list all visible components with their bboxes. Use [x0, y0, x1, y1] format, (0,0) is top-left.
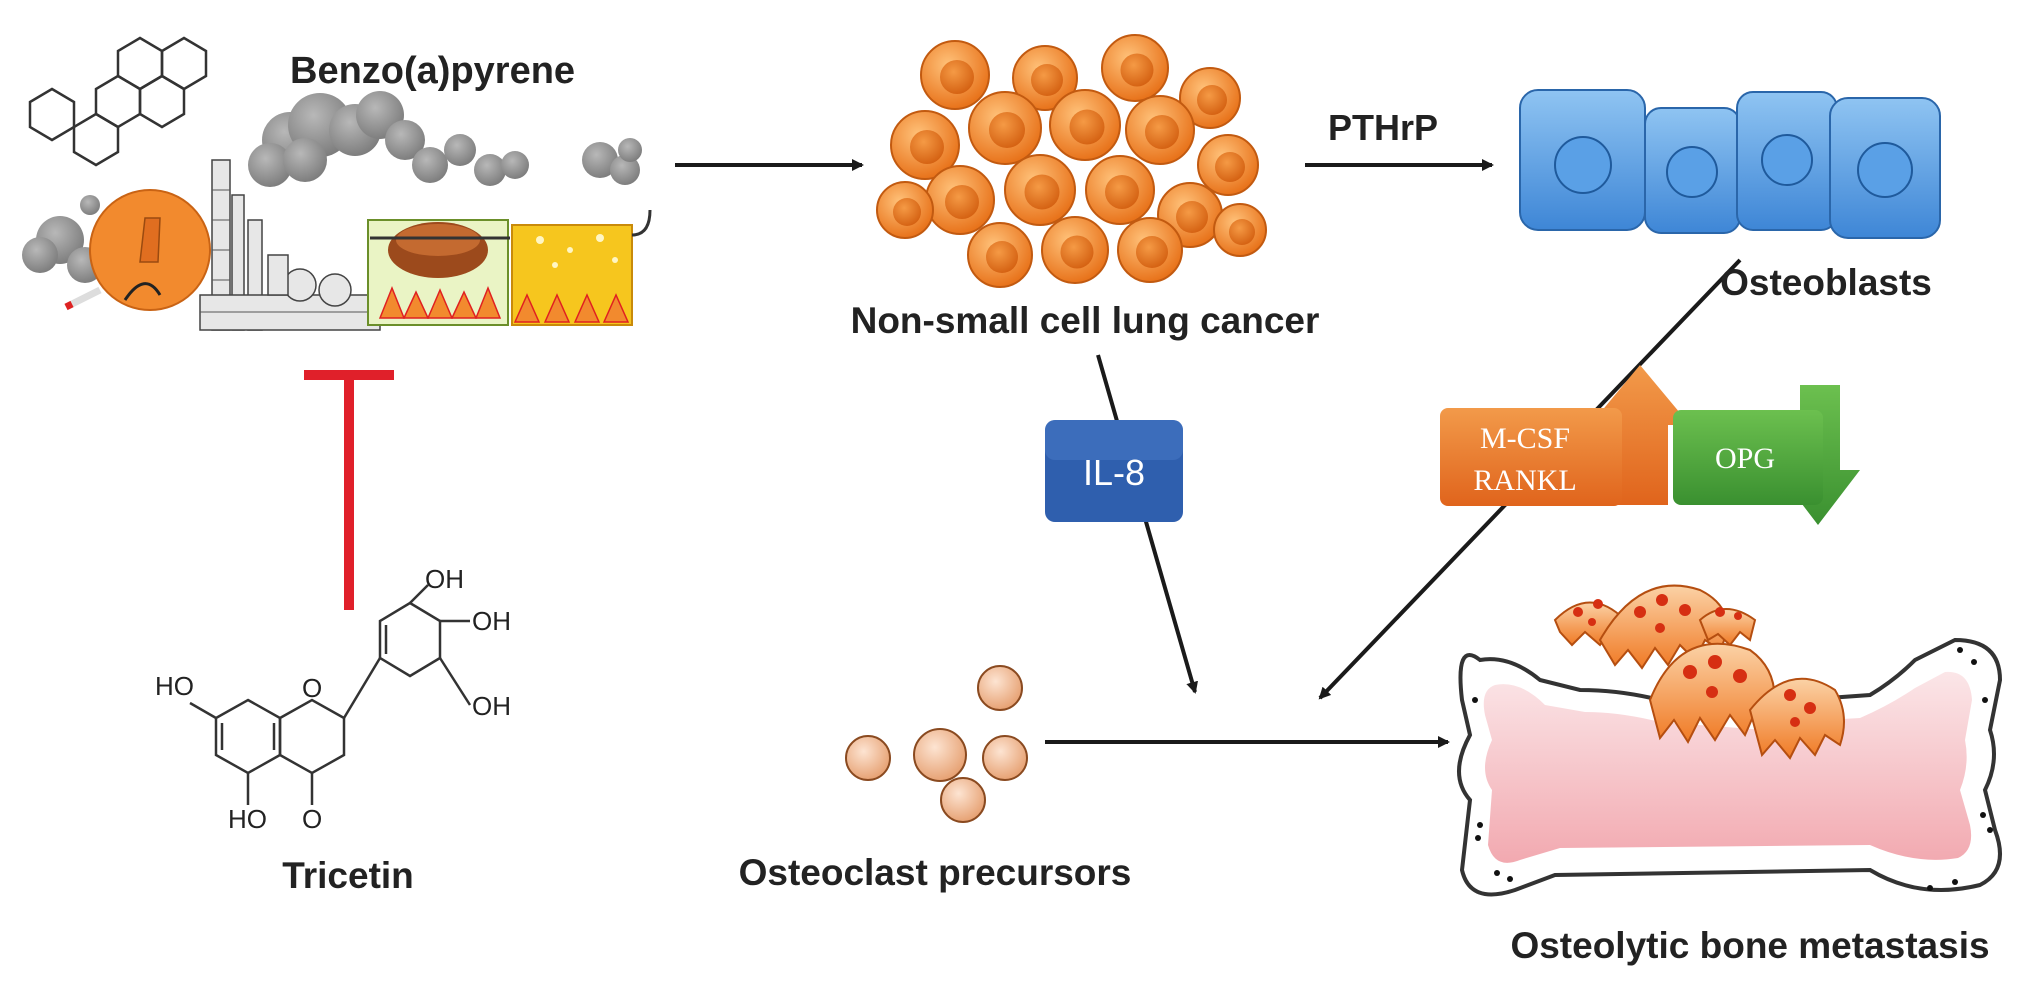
label-metastasis: Osteolytic bone metastasis [1510, 925, 1989, 966]
tricetin-carbonyl-oxygen: O [302, 804, 322, 834]
cancer-cell-nucleus [989, 112, 1025, 148]
cancer-cell-nucleus [1060, 235, 1094, 269]
label-benzopyrene: Benzo(a)pyrene [290, 50, 575, 92]
cancer-cell-nucleus [1105, 175, 1139, 209]
tricetin-ring-oxygen: O [302, 673, 322, 703]
inhibition-symbol [304, 370, 394, 610]
cancer-cell-nucleus [1069, 109, 1105, 145]
cancer-cell-nucleus [1176, 201, 1208, 233]
cancer-cell-nucleus [1031, 64, 1063, 96]
cancer-cell-nucleus [1229, 219, 1255, 245]
precursor-cells-icon [845, 665, 1028, 823]
tricetin-oh-right1: OH [472, 606, 511, 636]
cancer-cell-nucleus [1136, 236, 1168, 268]
label-pthrp: PTHrP [1328, 107, 1438, 148]
bone-icon [1457, 584, 2003, 897]
pollution-sources-icon [22, 91, 652, 331]
cancer-cell-nucleus [1197, 85, 1227, 115]
tricetin-structure-icon: OH OH OH HO HO O O [155, 564, 511, 834]
il8-label: IL-8 [1083, 452, 1145, 493]
cancer-cell-nucleus [940, 60, 974, 94]
arrow-cancer-to-precursors [1096, 354, 1198, 694]
rankl-label: RANKL [1473, 464, 1576, 497]
tricetin-ho-bottom: HO [228, 804, 267, 834]
tricetin-oh-top: OH [425, 564, 464, 594]
label-nsclc: Non-small cell lung cancer [851, 300, 1320, 341]
cancer-cell-nucleus [1145, 115, 1179, 149]
cancer-cell-nucleus [1215, 152, 1245, 182]
opg-label: OPG [1715, 442, 1775, 475]
osteoclast-tumor-icon [1553, 584, 1845, 760]
cancer-cell-nucleus [893, 198, 921, 226]
cancer-cell-nucleus [945, 185, 979, 219]
cancer-cell-nucleus [1120, 53, 1154, 87]
osteoblast-cells-icon [1519, 89, 1941, 239]
opg-downregulation: OPG [1673, 385, 1860, 525]
label-osteoclast-precursors: Osteoclast precursors [739, 852, 1132, 893]
cancer-cell-nucleus [910, 130, 944, 164]
cancer-cell-nucleus [986, 241, 1018, 273]
tricetin-oh-right2: OH [472, 691, 511, 721]
label-osteoblasts: Osteoblasts [1720, 262, 1932, 303]
mcsf-label: M-CSF [1480, 422, 1570, 455]
label-tricetin: Tricetin [282, 855, 414, 896]
cancer-cell-cluster-icon [876, 34, 1267, 288]
benzopyrene-structure-icon [28, 36, 208, 167]
tricetin-ho-left: HO [155, 671, 194, 701]
mcsf-rankl-upregulation: M-CSF RANKL [1440, 365, 1690, 506]
cancer-cell-nucleus [1024, 174, 1060, 210]
il8-badge: IL-8 [1045, 420, 1183, 522]
